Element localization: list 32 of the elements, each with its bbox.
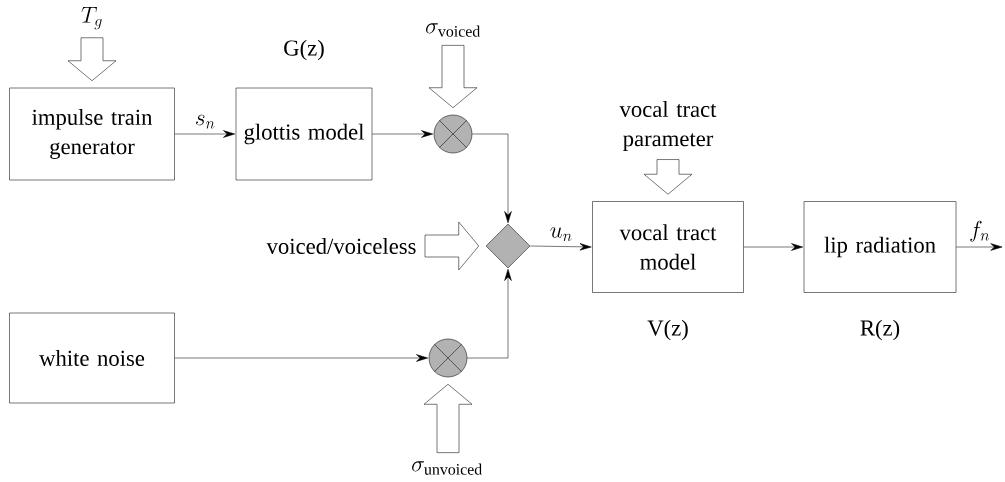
input-label: voiced/voiceless [266, 238, 416, 254]
process-box: vocal tract model [592, 201, 744, 293]
input-label: vocal tract parameter [619, 101, 717, 151]
process-box: glottis model [235, 87, 373, 181]
parameter-label: $T_g$ [81, 6, 102, 30]
block-arrow [428, 45, 478, 108]
arrow [956, 243, 1003, 251]
arrow [174, 130, 236, 138]
switch-diamond [485, 223, 531, 269]
parameter-label: $\sigma_{\mathrm{voiced}}$ [426, 23, 481, 37]
arrow [472, 133, 512, 224]
arrow [530, 243, 592, 251]
signal-label: $s_n$ [196, 114, 215, 129]
signal-label: $f_n$ [970, 220, 990, 242]
process-box: lip radiation [803, 201, 957, 293]
multiplier-circle [433, 114, 473, 154]
arrow [372, 130, 434, 138]
block-arrow [67, 37, 117, 81]
transfer-function-label: R(z) [860, 319, 900, 341]
signal-label: $u_n$ [550, 227, 572, 242]
arrow [467, 268, 512, 359]
block-arrow [423, 384, 473, 453]
arrow [174, 354, 429, 362]
transfer-function-label: G(z) [284, 39, 324, 61]
multiplier-circle [428, 338, 468, 378]
block-arrow [643, 159, 693, 195]
transfer-function-label: V(z) [647, 319, 688, 341]
parameter-label: $\sigma_{\mathrm{unvoiced}}$ [412, 461, 482, 475]
block-arrow [424, 221, 479, 271]
process-box: impulse train generator [9, 87, 175, 181]
arrow [743, 243, 804, 251]
process-box: white noise [9, 312, 175, 404]
